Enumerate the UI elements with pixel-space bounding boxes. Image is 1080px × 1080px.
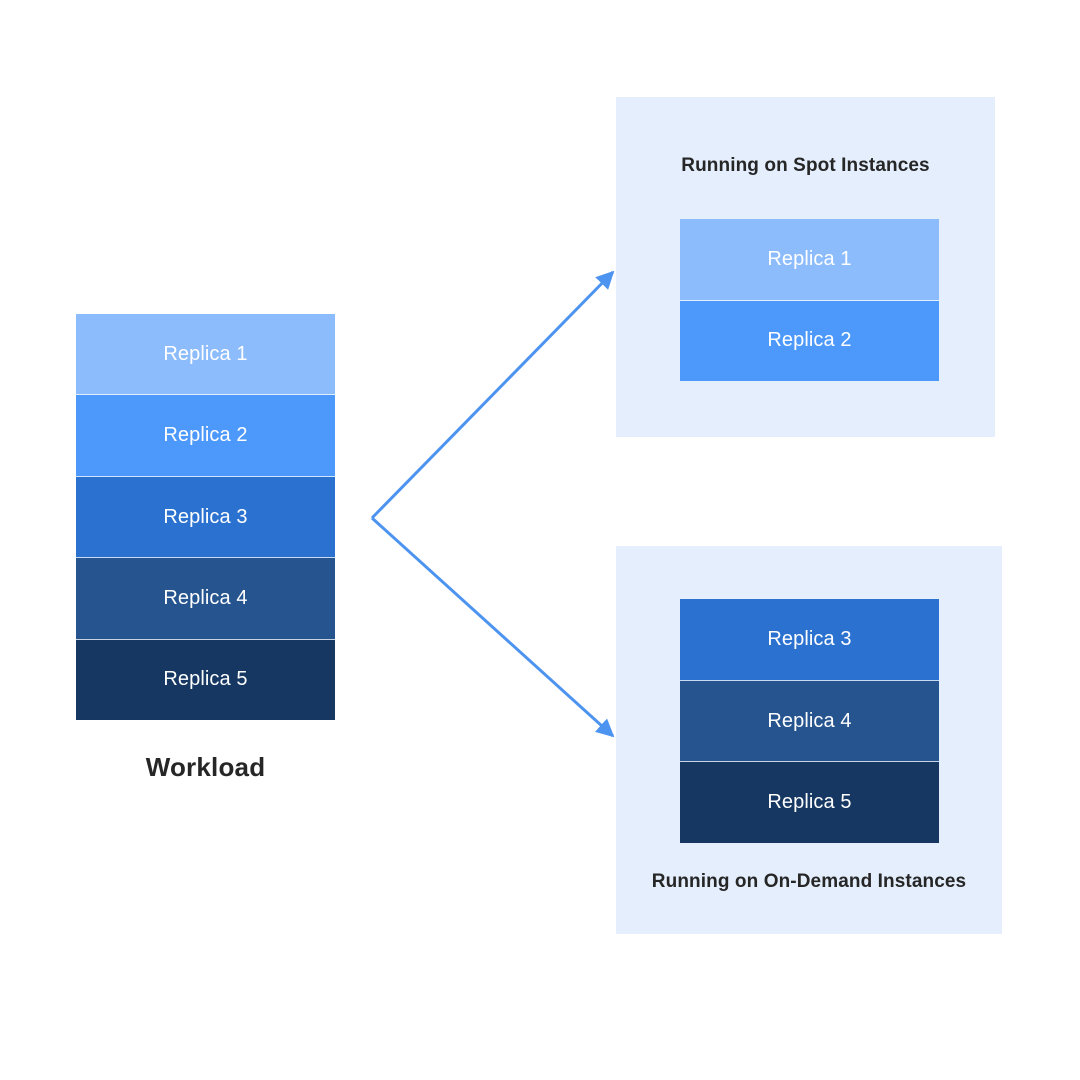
spot-replica-2: Replica 2 bbox=[680, 300, 939, 381]
ondemand-replica-stack: Replica 3 Replica 4 Replica 5 bbox=[680, 599, 939, 844]
replica-label: Replica 4 bbox=[163, 586, 248, 609]
spot-replica-stack: Replica 1 Replica 2 bbox=[680, 219, 939, 381]
replica-label: Replica 5 bbox=[163, 668, 248, 691]
workload-replica-2: Replica 2 bbox=[76, 395, 335, 477]
replica-label: Replica 4 bbox=[767, 709, 852, 732]
workload-replica-1: Replica 1 bbox=[76, 314, 335, 396]
spot-replica-1: Replica 1 bbox=[680, 219, 939, 301]
spot-instances-title: Running on Spot Instances bbox=[681, 155, 930, 176]
replica-label: Replica 1 bbox=[163, 342, 248, 365]
replica-label: Replica 2 bbox=[163, 424, 248, 447]
replica-label: Replica 2 bbox=[767, 329, 852, 352]
workload-replica-3: Replica 3 bbox=[76, 476, 335, 559]
workload-caption: Workload bbox=[145, 752, 266, 782]
ondemand-replica-5: Replica 5 bbox=[680, 762, 939, 844]
arrow-to-ondemand-line bbox=[370, 516, 615, 738]
ondemand-instances-title: Running on On-Demand Instances bbox=[651, 871, 967, 892]
replica-label: Replica 3 bbox=[163, 505, 248, 528]
workload-replica-5: Replica 5 bbox=[76, 639, 335, 721]
workload-replica-4: Replica 4 bbox=[76, 558, 335, 640]
arrow-to-spot-line bbox=[370, 270, 615, 520]
ondemand-replica-4: Replica 4 bbox=[680, 680, 939, 763]
replica-label: Replica 5 bbox=[767, 791, 852, 814]
replica-label: Replica 1 bbox=[767, 247, 852, 270]
replica-label: Replica 3 bbox=[767, 627, 852, 650]
workload-stack: Replica 1 Replica 2 Replica 3 Replica 4 … bbox=[76, 314, 335, 721]
ondemand-replica-3: Replica 3 bbox=[680, 599, 939, 681]
